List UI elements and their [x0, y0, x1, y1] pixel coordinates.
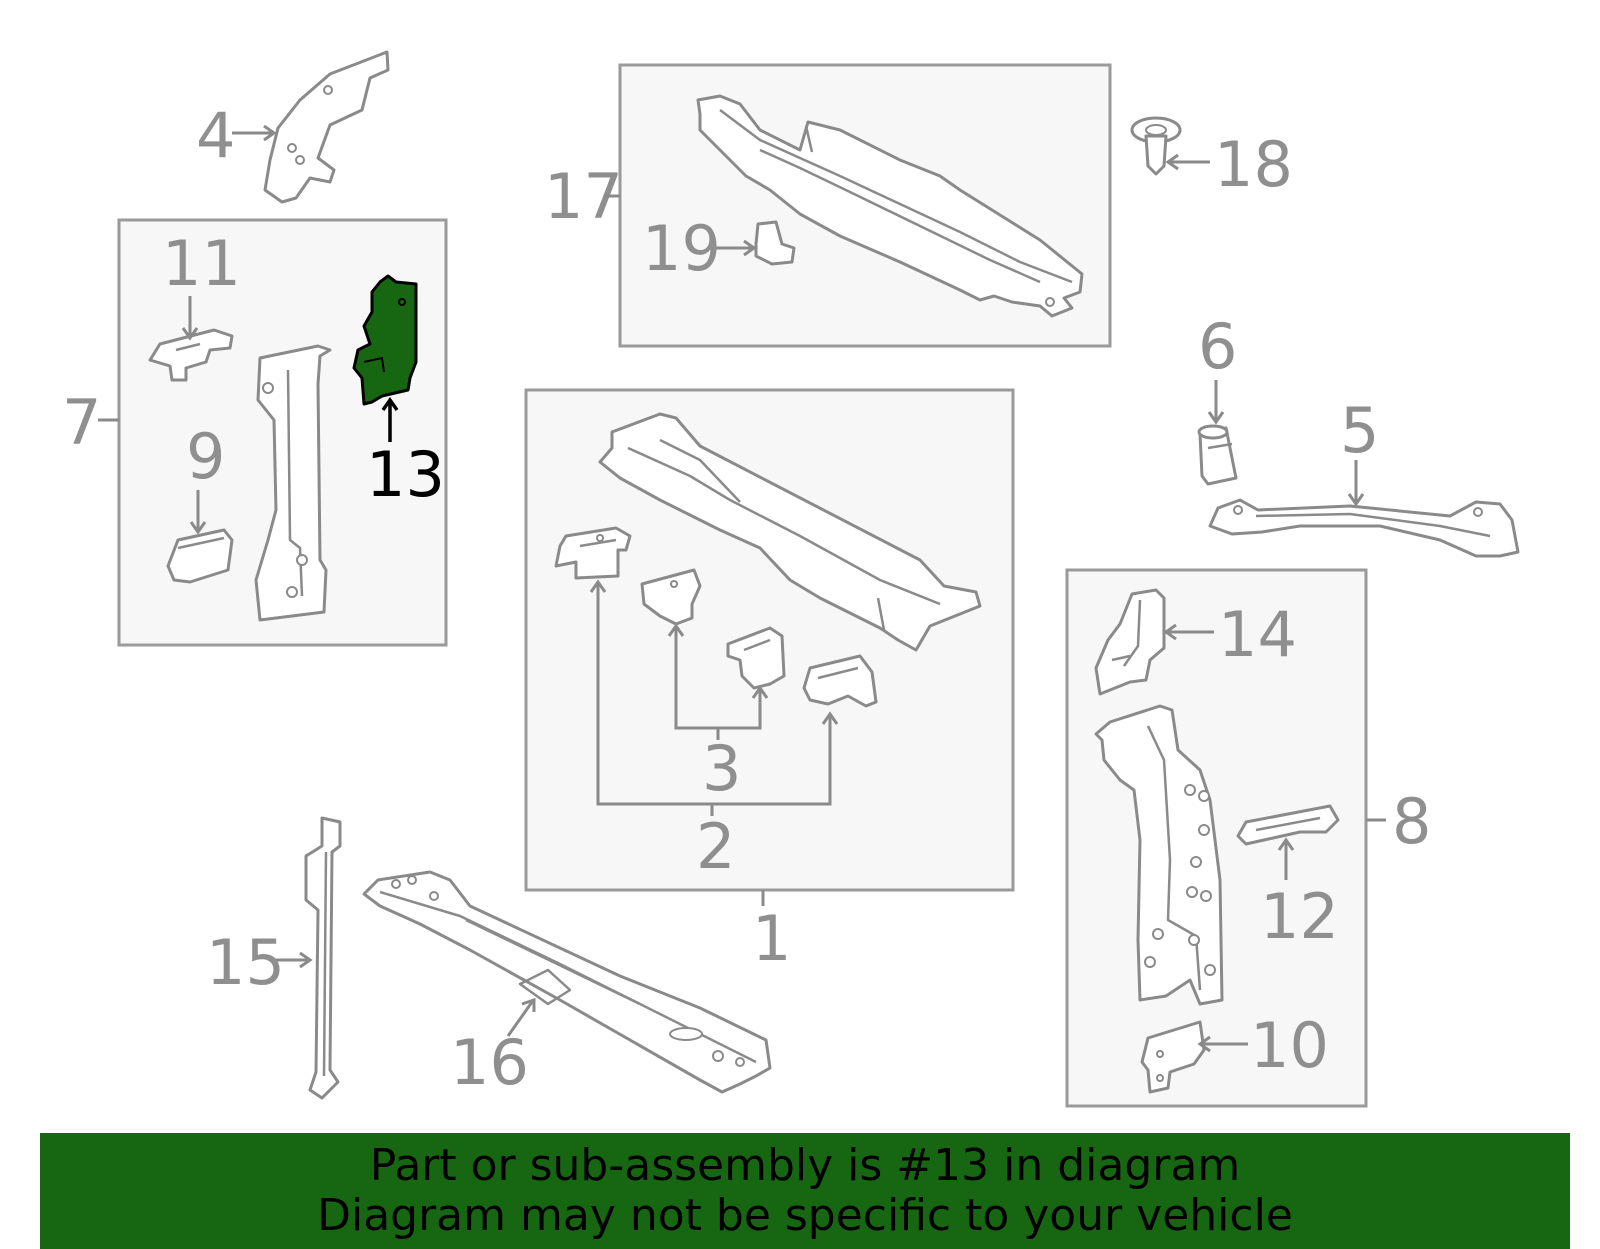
- callout-4: 4: [196, 99, 235, 172]
- arrowhead-5: [1347, 493, 1365, 507]
- part-13-highlighted[interactable]: [352, 274, 418, 406]
- part-17-upper-support[interactable]: [696, 94, 1084, 318]
- callout-18: 18: [1214, 128, 1293, 201]
- arrowhead-2a: [589, 579, 607, 593]
- callout-13: 13: [366, 438, 445, 511]
- part-6-bumper-stop[interactable]: [1197, 424, 1238, 486]
- part-5-brace[interactable]: [1208, 498, 1520, 558]
- part-14-bracket[interactable]: [1094, 588, 1166, 696]
- arrowhead-19: [743, 239, 757, 257]
- arrowhead-3b: [751, 685, 769, 699]
- callout-1: 1: [752, 902, 791, 975]
- callout-8: 8: [1392, 785, 1431, 858]
- part-1-lower-support[interactable]: [598, 412, 982, 652]
- part-3-bracket-b[interactable]: [726, 626, 786, 690]
- part-16-lower-bar[interactable]: [362, 870, 772, 1094]
- callout-2: 2: [696, 810, 735, 883]
- leader-2: [596, 584, 832, 806]
- callout-15: 15: [206, 926, 285, 999]
- part-2-bracket-a[interactable]: [554, 526, 632, 580]
- arrowhead-4: [263, 124, 277, 142]
- callout-5: 5: [1340, 394, 1379, 467]
- part-9-block[interactable]: [166, 528, 234, 584]
- part-18-push-clip[interactable]: [1130, 116, 1182, 176]
- banner-line-1: Part or sub-assembly is #13 in diagram: [369, 1140, 1241, 1191]
- callout-7: 7: [62, 386, 101, 459]
- part-7-side-support[interactable]: [254, 344, 332, 622]
- arrowhead-14: [1163, 623, 1177, 641]
- arrowhead-3a: [667, 623, 685, 637]
- part-10-bracket[interactable]: [1140, 1020, 1206, 1094]
- arrowhead-9: [189, 521, 207, 535]
- callout-9: 9: [186, 420, 225, 493]
- part-12-bracket[interactable]: [1236, 804, 1340, 846]
- part-4-bracket[interactable]: [263, 50, 390, 204]
- arrowhead-2b: [821, 711, 839, 725]
- callout-3: 3: [702, 732, 741, 805]
- callout-12: 12: [1260, 880, 1339, 953]
- callout-11: 11: [162, 227, 241, 300]
- callout-16: 16: [450, 1026, 529, 1099]
- leader-16: [506, 1001, 534, 1037]
- arrowhead-6: [1207, 411, 1225, 425]
- part-15-vertical-bar[interactable]: [304, 816, 342, 1100]
- callout-6: 6: [1198, 310, 1237, 383]
- banner-line-2: Diagram may not be specific to your vehi…: [317, 1190, 1293, 1241]
- callout-10: 10: [1250, 1009, 1329, 1082]
- arrowhead-18: [1165, 153, 1179, 171]
- arrowhead-11: [181, 327, 199, 341]
- part-2-bracket-b[interactable]: [802, 654, 878, 708]
- arrowhead-10: [1197, 1035, 1211, 1053]
- arrowhead-13: [381, 396, 399, 412]
- part-3-bracket-a[interactable]: [640, 568, 702, 626]
- callout-19: 19: [642, 212, 721, 285]
- part-8-side-support[interactable]: [1094, 704, 1224, 1006]
- callout-14: 14: [1218, 598, 1297, 671]
- part-11-bracket[interactable]: [148, 328, 234, 382]
- arrowhead-15: [299, 951, 313, 969]
- info-banner: Part or sub-assembly is #13 in diagram D…: [40, 1133, 1570, 1249]
- arrowhead-16: [521, 997, 536, 1012]
- arrowhead-12: [1277, 837, 1295, 851]
